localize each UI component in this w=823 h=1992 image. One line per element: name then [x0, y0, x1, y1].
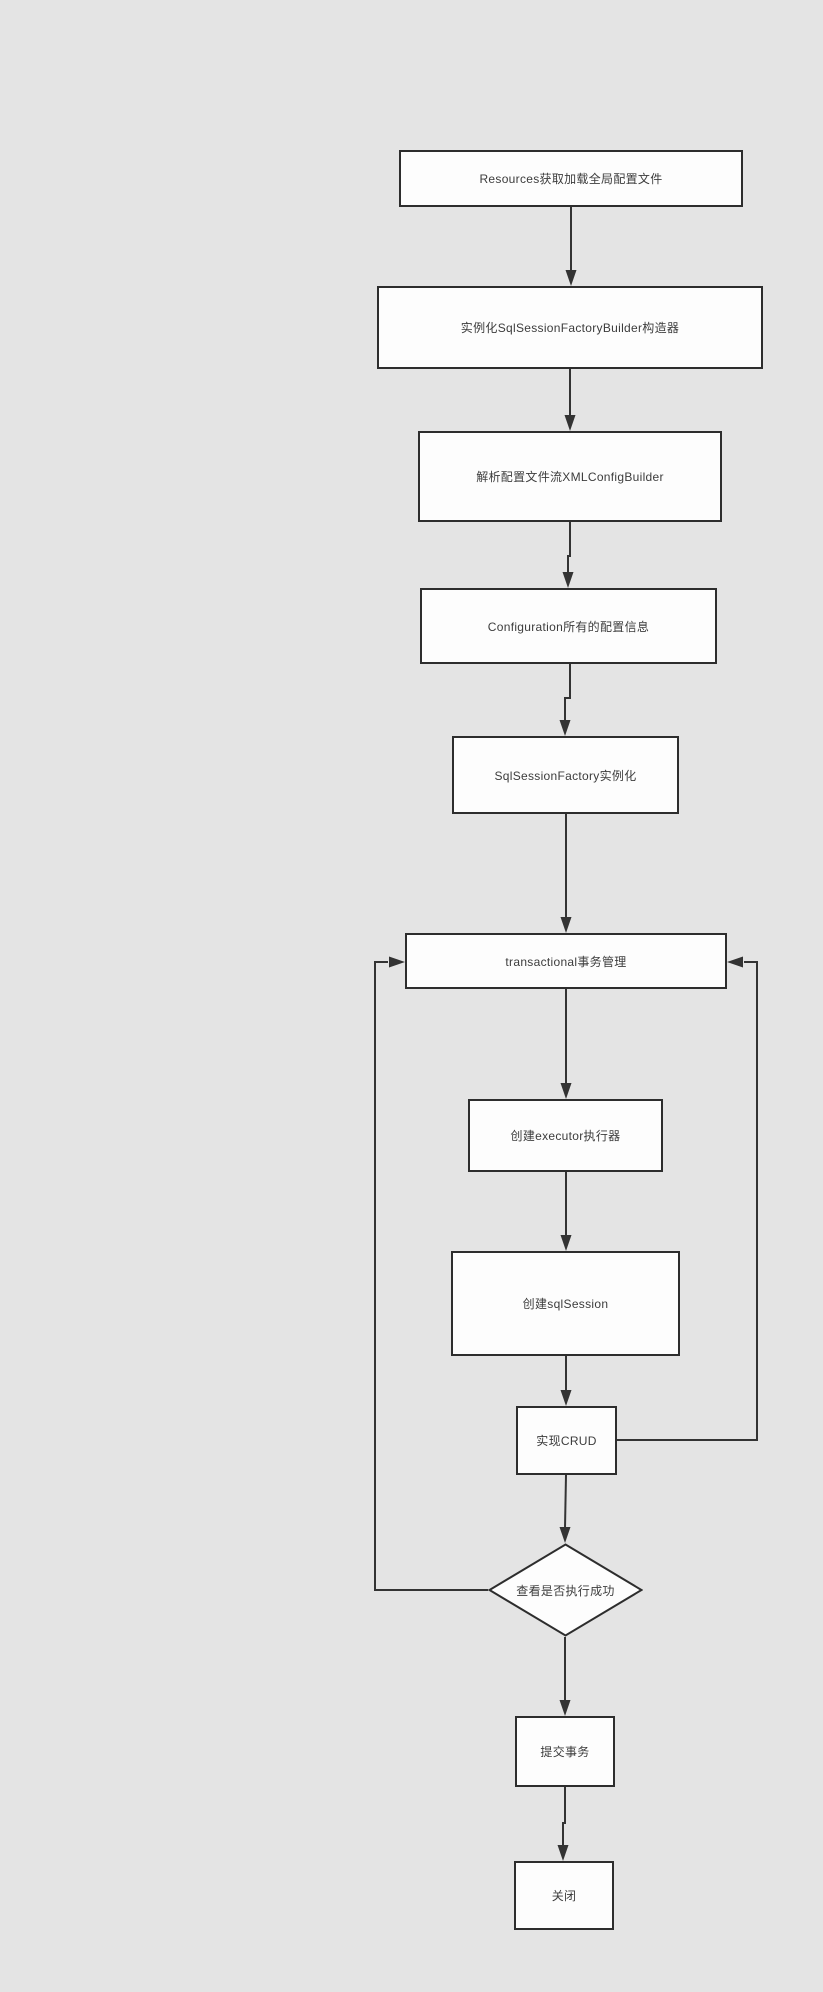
node-resources-label: Resources获取加载全局配置文件: [479, 172, 663, 186]
edge-crud-check: [559, 1474, 571, 1543]
decision-diamond-shape: [488, 1543, 643, 1637]
edge-builder-xmlconfig: [564, 369, 576, 431]
edge-xmlconfig-configuration: [562, 522, 574, 588]
node-crud-label: 实现CRUD: [536, 1434, 597, 1448]
node-resources: Resources获取加载全局配置文件: [399, 150, 743, 207]
node-crud: 实现CRUD: [516, 1406, 617, 1475]
edge-crud-transactional-loop: [617, 956, 758, 1441]
node-configuration-label: Configuration所有的配置信息: [487, 619, 650, 634]
node-sqlsessionfactory: SqlSessionFactory实例化: [452, 736, 679, 814]
node-close: 关闭: [514, 1861, 614, 1930]
node-sqlsessionfactorybuilder: 实例化SqlSessionFactoryBuilder构造器: [377, 286, 763, 369]
node-xmlconfigbuilder-label: 解析配置文件流XMLConfigBuilder: [476, 470, 664, 484]
node-xmlconfigbuilder: 解析配置文件流XMLConfigBuilder: [418, 431, 722, 522]
edge-resources-builder: [565, 207, 577, 286]
node-check-success-label: 查看是否执行成功: [516, 1583, 615, 1598]
node-sqlsession: 创建sqlSession: [451, 1251, 680, 1356]
edge-sqlsession-crud: [560, 1356, 572, 1406]
edge-commit-close: [557, 1787, 569, 1861]
edge-transactional-executor: [560, 989, 572, 1099]
edge-executor-sqlsession: [560, 1172, 572, 1251]
node-executor: 创建executor执行器: [468, 1099, 663, 1172]
node-sqlsessionfactorybuilder-label: 实例化SqlSessionFactoryBuilder构造器: [460, 321, 680, 335]
edge-check-commit: [559, 1637, 571, 1716]
node-transactional-label: transactional事务管理: [505, 954, 627, 969]
node-configuration: Configuration所有的配置信息: [420, 588, 717, 664]
node-commit-label: 提交事务: [540, 1745, 590, 1759]
node-commit: 提交事务: [515, 1716, 615, 1787]
edge-check-transactional-loop: [374, 956, 488, 1591]
edge-configuration-factory: [559, 664, 571, 736]
node-sqlsession-label: 创建sqlSession: [522, 1297, 609, 1311]
node-check-success-decision: 查看是否执行成功: [488, 1543, 643, 1637]
edge-factory-transactional: [560, 814, 572, 933]
node-transactional: transactional事务管理: [405, 933, 727, 989]
node-close-label: 关闭: [551, 1889, 577, 1903]
node-executor-label: 创建executor执行器: [510, 1129, 621, 1143]
node-sqlsessionfactory-label: SqlSessionFactory实例化: [494, 768, 637, 783]
